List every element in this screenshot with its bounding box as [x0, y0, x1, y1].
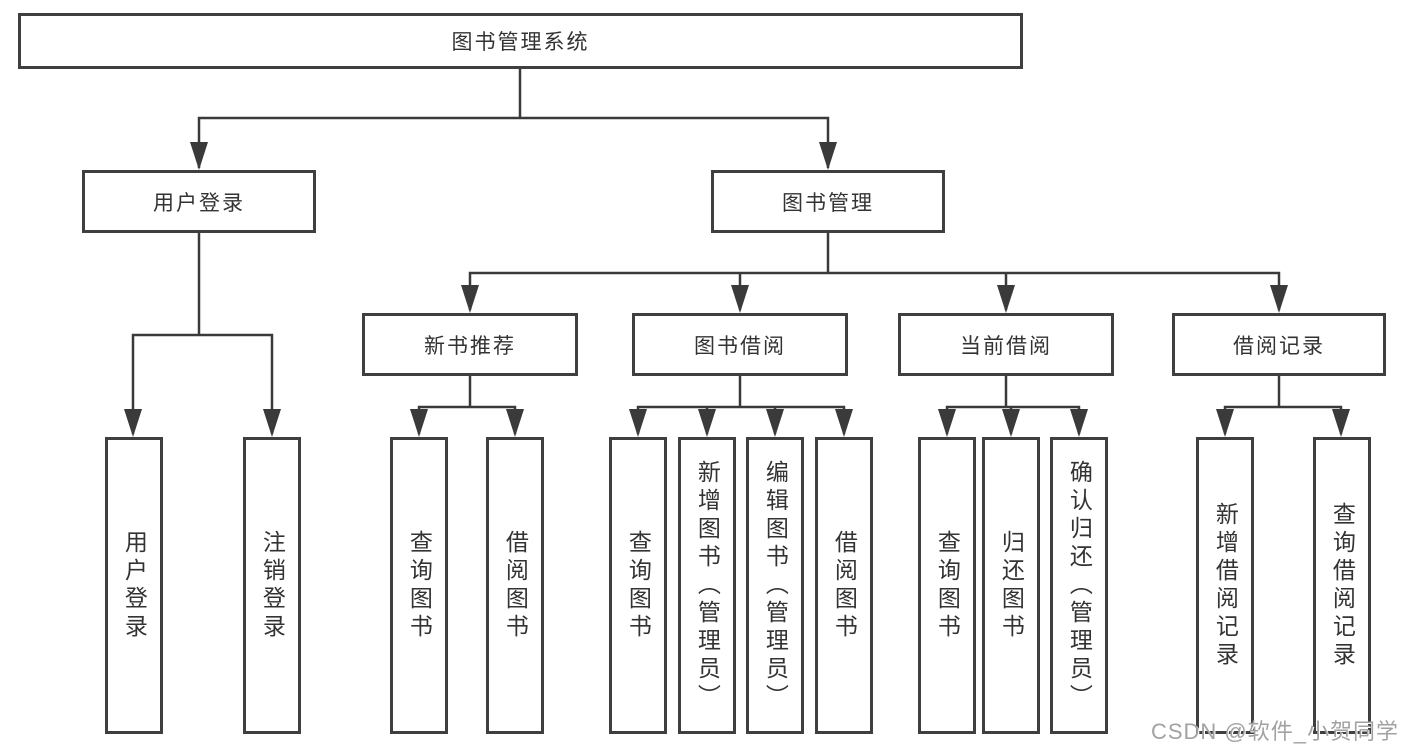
leaf-borrow-books: 借阅图书: [815, 437, 873, 734]
node-new-book-recommendation: 新书推荐: [362, 313, 578, 376]
node-current-borrowing: 当前借阅: [898, 313, 1114, 376]
node-book-management: 图书管理: [711, 170, 945, 233]
leaf-user-login-label: 用户登录: [121, 529, 148, 642]
leaf-edit-book-admin: 编辑图书（管理员）: [746, 437, 804, 734]
leaf-user-login: 用户登录: [105, 437, 163, 734]
leaf-query-books-recommend-label: 查询图书: [406, 529, 433, 642]
leaf-logout-label: 注销登录: [259, 529, 286, 642]
leaf-query-borrow-record-label: 查询借阅记录: [1329, 501, 1356, 670]
node-library-system: 图书管理系统: [18, 13, 1023, 69]
node-book-borrowing-label: 图书借阅: [694, 334, 786, 358]
leaf-query-books-borrow-label: 查询图书: [625, 529, 652, 642]
node-book-borrowing: 图书借阅: [632, 313, 848, 376]
leaf-return-books: 归还图书: [982, 437, 1040, 734]
node-current-borrowing-label: 当前借阅: [960, 334, 1052, 358]
leaf-return-books-label: 归还图书: [998, 529, 1025, 642]
watermark-text: CSDN @软件_小贺同学: [1150, 719, 1399, 744]
leaf-edit-book-admin-label: 编辑图书（管理员）: [762, 459, 789, 712]
node-book-management-label: 图书管理: [782, 191, 874, 215]
node-borrowing-records-label: 借阅记录: [1233, 334, 1325, 358]
leaf-borrow-books-label: 借阅图书: [831, 529, 858, 642]
node-borrowing-records: 借阅记录: [1172, 313, 1386, 376]
leaf-query-books-recommend: 查询图书: [390, 437, 448, 734]
node-library-system-label: 图书管理系统: [451, 31, 590, 54]
leaf-query-books-current: 查询图书: [918, 437, 976, 734]
leaf-borrow-books-recommend-label: 借阅图书: [502, 529, 529, 642]
leaf-query-books-borrow: 查询图书: [609, 437, 667, 734]
leaf-borrow-books-recommend: 借阅图书: [486, 437, 544, 734]
node-new-book-recommendation-label: 新书推荐: [424, 334, 516, 358]
leaf-query-borrow-record: 查询借阅记录: [1313, 437, 1371, 734]
leaf-confirm-return-admin: 确认归还（管理员）: [1050, 437, 1108, 734]
leaf-add-book-admin-label: 新增图书（管理员）: [694, 459, 721, 712]
leaf-logout: 注销登录: [243, 437, 301, 734]
leaf-query-books-current-label: 查询图书: [934, 529, 961, 642]
leaf-confirm-return-admin-label: 确认归还（管理员）: [1066, 459, 1093, 712]
node-user-login: 用户登录: [82, 170, 316, 233]
leaf-add-book-admin: 新增图书（管理员）: [678, 437, 736, 734]
arrowheads: [124, 142, 1350, 437]
node-user-login-label: 用户登录: [153, 191, 245, 215]
leaf-add-borrow-record: 新增借阅记录: [1196, 437, 1254, 734]
leaf-add-borrow-record-label: 新增借阅记录: [1212, 501, 1239, 670]
